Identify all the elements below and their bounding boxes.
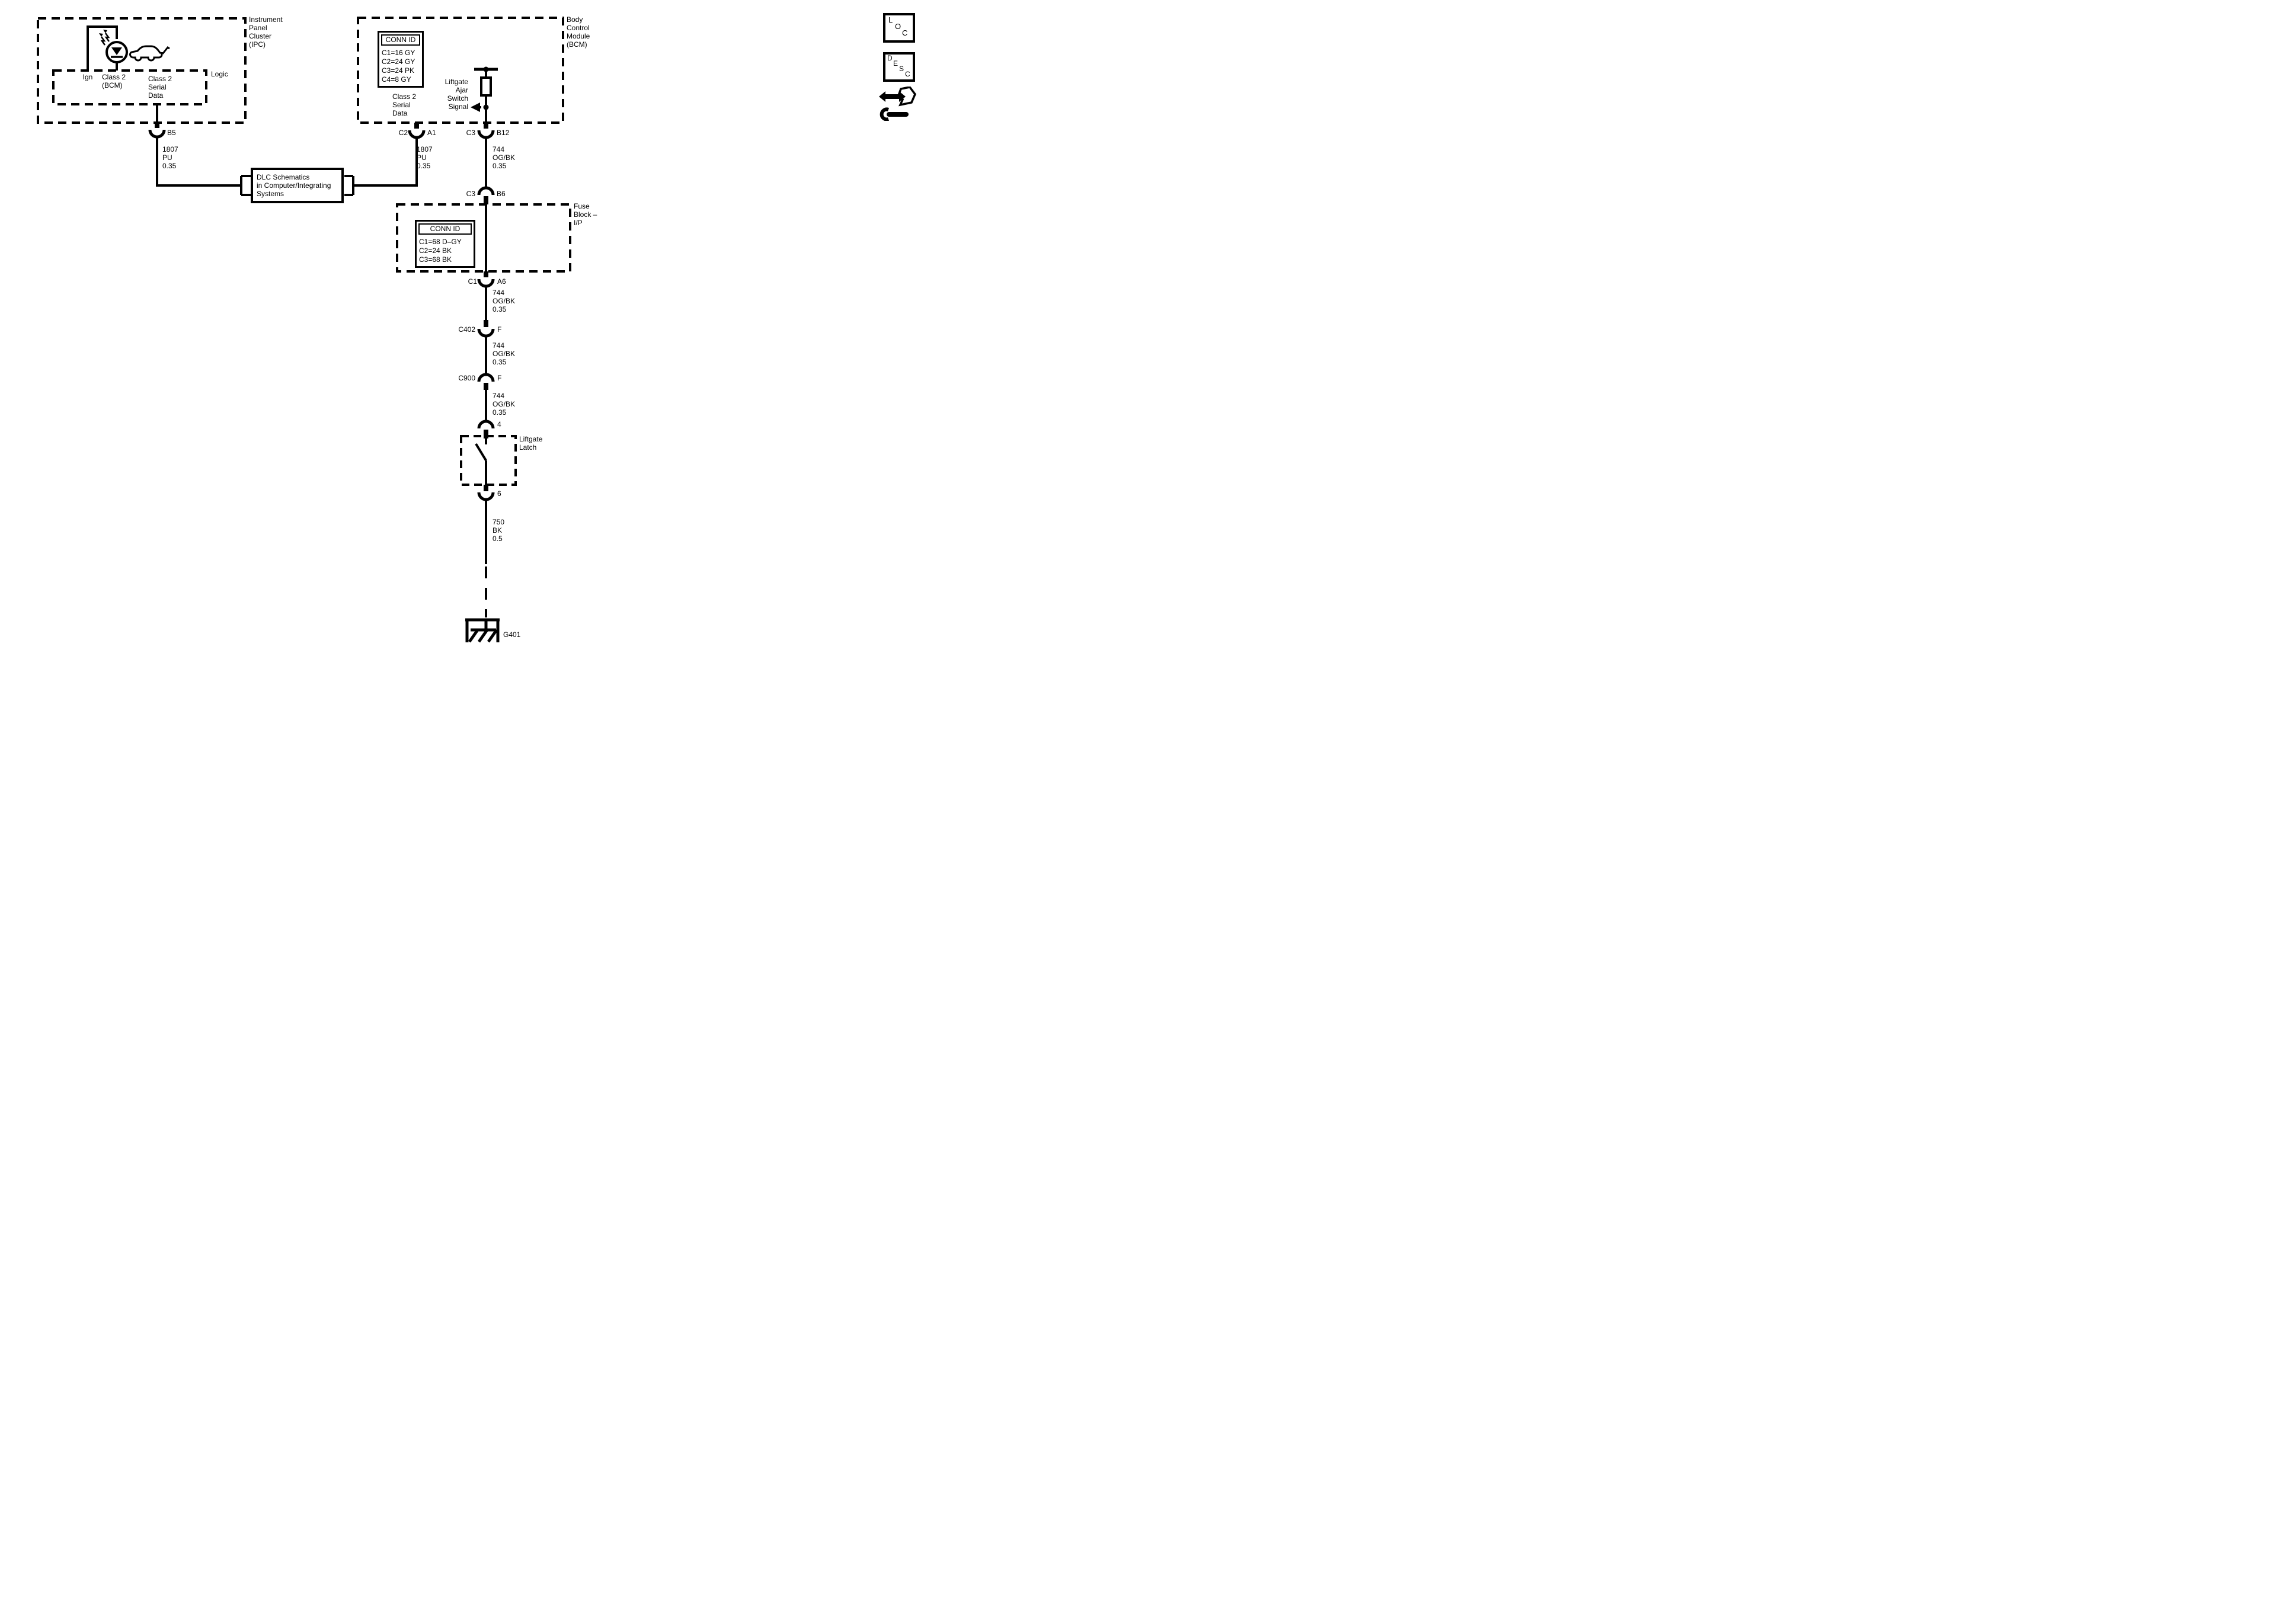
connector-b6-label: B6	[497, 190, 506, 198]
desc-letter: S	[899, 65, 904, 73]
connector-c900-label: C900	[458, 374, 475, 382]
arrow-outline-icon	[896, 87, 917, 107]
connector-b12-label: B12	[497, 129, 510, 137]
connector-b5-label: B5	[167, 129, 176, 137]
led-rays-icon	[99, 30, 110, 46]
bcm-class2-serial-label: Class 2 Serial Data	[392, 92, 417, 117]
desc-letter: C	[905, 70, 910, 78]
connector-c3-b6	[477, 186, 495, 204]
connector-c3-b12	[477, 123, 495, 139]
wiring-diagram-page: Instrument Panel Cluster (IPC) Logic Ign…	[0, 0, 919, 646]
bcm-title: Body Control Module (BCM)	[567, 15, 590, 49]
vehicle-liftgate-open-icon	[129, 45, 170, 62]
service-navigation-wrench-icon[interactable]	[879, 87, 917, 121]
ipc-box	[37, 17, 247, 124]
connector-c3b-label: C3	[466, 190, 475, 198]
bcm-box	[357, 17, 564, 124]
ipc-title: Instrument Panel Cluster (IPC)	[249, 15, 283, 49]
bcm-conn-row: C2=24 GY	[382, 57, 415, 66]
bcm-conn-id-table: CONN ID C1=16 GY C2=24 GY C3=24 PK C4=8 …	[378, 31, 424, 88]
wire-744-label-2: 744 OG/BK 0.35	[493, 289, 516, 313]
wire-744-label-1: 744 OG/BK 0.35	[493, 145, 516, 170]
loc-letter: L	[888, 15, 893, 24]
fuse-conn-row: C3=68 BK	[419, 255, 452, 264]
wire-744-label-3: 744 OG/BK 0.35	[493, 341, 516, 366]
connector-c3-label: C3	[466, 129, 475, 137]
wrench-head-icon	[880, 107, 890, 121]
ipc-pin-ign: Ign	[82, 73, 93, 81]
connector-a6-label: A6	[497, 277, 506, 286]
wire-1807-left	[156, 137, 241, 187]
latch-switch-symbol	[475, 438, 487, 485]
double-arrow-icon	[879, 91, 906, 102]
desc-letter: E	[893, 59, 898, 68]
logic-label: Logic	[211, 70, 228, 78]
connector-a1-label: A1	[427, 129, 436, 137]
desc-letter: D	[887, 54, 893, 62]
wire-1807-label-2: 1807 PU 0.35	[417, 145, 433, 170]
bcm-ajar-signal-label: Liftgate Ajar Switch Signal	[445, 78, 468, 111]
dlc-reference-box	[240, 137, 418, 203]
latch-title: Liftgate Latch	[519, 435, 543, 452]
signal-arrow-left	[471, 103, 480, 112]
schematic-graphics	[37, 17, 571, 643]
connector-pin6-label: 6	[497, 489, 501, 498]
fuse-conn-id-table: CONN ID C1=68 D–GY C2=24 BK C3=68 BK	[415, 220, 475, 268]
wire-1807-label-1: 1807 PU 0.35	[162, 145, 178, 170]
bcm-conn-row: C4=8 GY	[382, 75, 411, 84]
connector-pin6	[477, 485, 495, 501]
loc-letter: C	[902, 28, 908, 37]
desc-button[interactable]: D E S C	[883, 52, 915, 82]
connector-c402-label: C402	[458, 325, 475, 334]
wire-744-label-4: 744 OG/BK 0.35	[493, 392, 516, 417]
connector-c402-f	[477, 320, 495, 338]
fuse-conn-row: C1=68 D–GY	[419, 238, 462, 246]
dlc-bracket-left	[240, 175, 251, 196]
resistor-symbol	[480, 76, 492, 97]
wire-1807-right	[353, 137, 418, 187]
bcm-conn-id-title: CONN ID	[381, 34, 420, 46]
loc-letter: O	[895, 22, 901, 31]
loc-button[interactable]: L O C	[883, 13, 915, 43]
dlc-bracket-right	[344, 175, 354, 196]
connector-c900-f	[477, 373, 495, 390]
fuse-block-title: Fuse Block – I/P	[574, 202, 597, 227]
fuse-conn-row: C2=24 BK	[419, 247, 452, 255]
ipc-pin-class2-serial: Class 2 Serial Data	[148, 75, 172, 100]
connector-pin4-label: 4	[497, 420, 501, 428]
connector-b5-arc	[148, 129, 166, 139]
liftgate-ajar-indicator-symbol	[87, 25, 170, 71]
connector-f2-label: F	[497, 374, 502, 382]
connector-c1-label: C1	[468, 277, 477, 286]
logic-box	[52, 69, 207, 105]
ground-symbol	[465, 618, 500, 643]
bcm-conn-row: C3=24 PK	[382, 66, 415, 75]
connector-f1-label: F	[497, 325, 502, 334]
connector-c2-a1	[408, 123, 426, 139]
bcm-internal-circuit	[471, 66, 498, 123]
dlc-box-text: DLC Schematics in Computer/Integrating S…	[257, 173, 331, 198]
wire-750-label: 750 BK 0.5	[493, 518, 505, 543]
ground-g401-label: G401	[503, 630, 521, 639]
connector-c1-a6	[477, 271, 495, 288]
fuse-block-box	[396, 203, 571, 273]
fuse-conn-id-title: CONN ID	[418, 223, 472, 235]
bcm-conn-row: C1=16 GY	[382, 49, 415, 57]
wire-class2-serial-ipc	[148, 104, 241, 187]
connector-c2-label: C2	[398, 129, 408, 137]
liftgate-latch-box	[460, 435, 517, 486]
ipc-pin-class2-bcm: Class 2 (BCM)	[102, 73, 126, 89]
